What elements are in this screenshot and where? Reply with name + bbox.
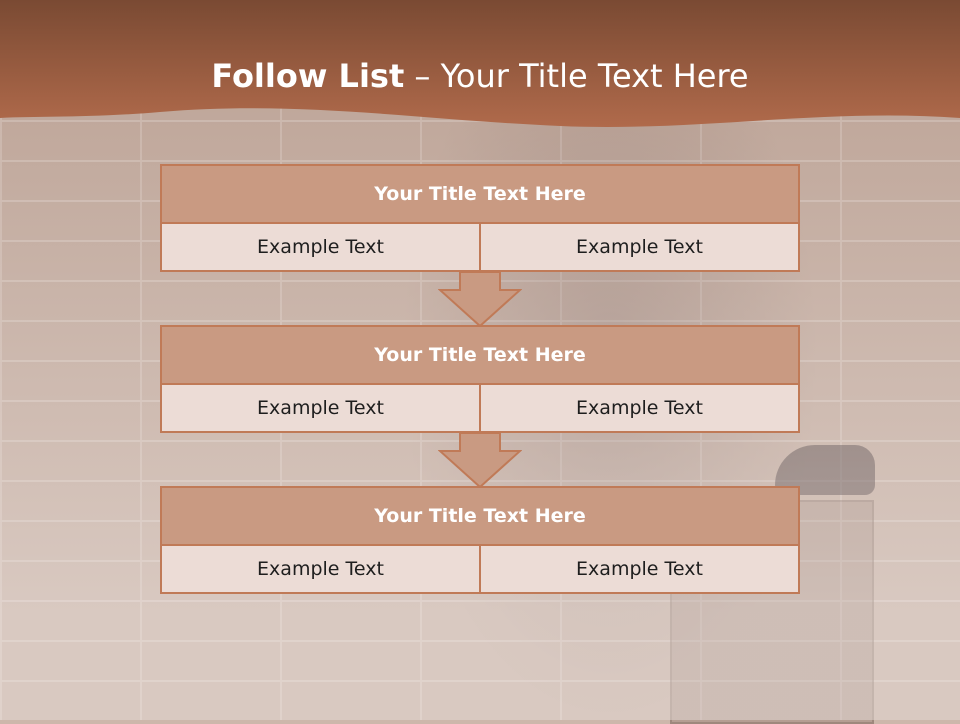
header-wave-shape [0, 0, 960, 127]
header-band: Follow List – Your Title Text Here [0, 0, 960, 140]
block-title: Your Title Text Here [162, 488, 798, 546]
block-title: Your Title Text Here [162, 327, 798, 385]
block-row: Example Text Example Text [162, 224, 798, 270]
block-cell-left: Example Text [162, 385, 479, 431]
block-title: Your Title Text Here [162, 166, 798, 224]
block-cell-right: Example Text [479, 385, 798, 431]
title-rest: – Your Title Text Here [404, 57, 749, 95]
down-arrow-icon [438, 432, 522, 489]
block-row: Example Text Example Text [162, 385, 798, 431]
block-cell-left: Example Text [162, 224, 479, 270]
follow-block-2: Your Title Text Here Example Text Exampl… [160, 325, 800, 433]
follow-block-1: Your Title Text Here Example Text Exampl… [160, 164, 800, 272]
page-title: Follow List – Your Title Text Here [0, 56, 960, 96]
block-cell-right: Example Text [479, 546, 798, 592]
block-row: Example Text Example Text [162, 546, 798, 592]
follow-block-3: Your Title Text Here Example Text Exampl… [160, 486, 800, 594]
block-cell-right: Example Text [479, 224, 798, 270]
title-bold: Follow List [211, 57, 405, 95]
down-arrow-icon [438, 271, 522, 328]
block-cell-left: Example Text [162, 546, 479, 592]
